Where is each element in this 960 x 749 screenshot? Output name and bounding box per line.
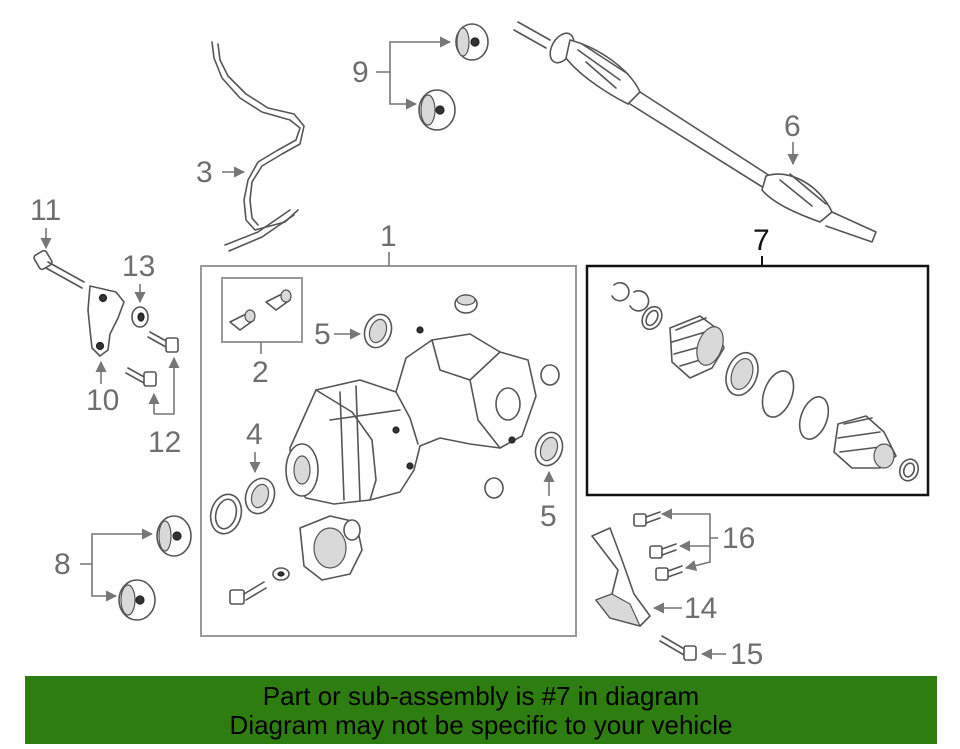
part-14-shield[interactable] xyxy=(591,527,651,627)
part-7-highlight-box xyxy=(585,264,930,497)
svg-text:10: 10 xyxy=(86,384,119,417)
part-7-clamp-mid-b[interactable] xyxy=(794,393,833,443)
washer-bottom[interactable] xyxy=(272,567,290,581)
svg-text:7: 7 xyxy=(753,224,770,257)
svg-text:12: 12 xyxy=(148,426,181,459)
svg-text:11: 11 xyxy=(30,194,61,227)
callout-2: 2 xyxy=(252,342,269,389)
part-12-bolt-b[interactable] xyxy=(125,367,157,387)
part-8-mount-upper[interactable] xyxy=(156,515,192,557)
part-7-circlip-b[interactable] xyxy=(629,290,650,312)
callout-13: 13 xyxy=(122,250,155,304)
callout-11: 11 xyxy=(30,194,61,250)
svg-text:9: 9 xyxy=(352,56,369,89)
part-7-clamp-small[interactable] xyxy=(638,303,666,333)
differential-carrier[interactable] xyxy=(299,515,363,581)
svg-text:5: 5 xyxy=(314,318,331,351)
part-16-bolt-b[interactable] xyxy=(649,543,677,559)
callout-5-upper: 5 xyxy=(314,318,362,351)
callout-5-right: 5 xyxy=(540,470,557,533)
part-16-bolt-a[interactable] xyxy=(633,511,661,527)
part-7-clamp-end[interactable] xyxy=(897,457,921,484)
part-13-washer[interactable] xyxy=(131,306,149,328)
part-10-bracket[interactable] xyxy=(87,285,125,357)
part-8-mount-lower[interactable] xyxy=(118,579,156,621)
svg-text:2: 2 xyxy=(252,356,269,389)
svg-text:13: 13 xyxy=(122,250,155,283)
seal-ring-left[interactable] xyxy=(206,491,245,537)
svg-text:4: 4 xyxy=(246,418,263,451)
svg-text:16: 16 xyxy=(722,522,755,555)
part-7-outer-boot[interactable] xyxy=(833,415,897,469)
info-banner: Part or sub-assembly is #7 in diagram Di… xyxy=(25,676,937,744)
callout-6: 6 xyxy=(784,110,801,166)
part-7-circlip-a[interactable] xyxy=(611,282,630,302)
part-3-vent-hose[interactable] xyxy=(211,41,305,252)
callout-3: 3 xyxy=(196,156,246,189)
svg-text:14: 14 xyxy=(684,592,717,625)
bushing-lower[interactable] xyxy=(484,477,504,499)
bushing-top[interactable] xyxy=(454,294,478,314)
callout-4: 4 xyxy=(246,418,263,474)
banner-line-2: Diagram may not be specific to your vehi… xyxy=(229,710,733,740)
part-15-bolt[interactable] xyxy=(659,635,697,661)
part-16-bolt-c[interactable] xyxy=(655,565,683,581)
callout-12: 12 xyxy=(148,356,181,459)
part-5-seal-right[interactable] xyxy=(531,429,567,470)
differential-housing[interactable] xyxy=(285,326,537,505)
part-4-seal[interactable] xyxy=(241,474,280,517)
callout-10: 10 xyxy=(86,360,119,417)
part-9-bushing-upper[interactable] xyxy=(455,23,489,61)
bolt-bottom[interactable] xyxy=(229,581,267,605)
part-2-group-box xyxy=(221,277,303,343)
part-6-drive-shaft[interactable] xyxy=(513,21,877,243)
part-9-bushing-lower[interactable] xyxy=(418,89,456,131)
callout-8: 8 xyxy=(54,528,154,602)
part-11-bolt[interactable] xyxy=(33,249,85,289)
bushing-right[interactable] xyxy=(540,364,560,386)
svg-text:15: 15 xyxy=(730,638,763,671)
banner-line-1: Part or sub-assembly is #7 in diagram xyxy=(262,681,700,711)
svg-text:1: 1 xyxy=(380,220,397,253)
part-5-seal-upper[interactable] xyxy=(360,311,396,352)
part-7-clamp-mid-a[interactable] xyxy=(757,367,800,422)
callout-14: 14 xyxy=(652,592,717,625)
svg-text:3: 3 xyxy=(196,156,213,189)
part-12-bolt-a[interactable] xyxy=(147,331,179,353)
callout-1: 1 xyxy=(380,220,397,266)
svg-text:8: 8 xyxy=(54,548,71,581)
svg-text:6: 6 xyxy=(784,110,801,143)
svg-text:5: 5 xyxy=(540,500,557,533)
part-2-plugs[interactable] xyxy=(229,289,292,331)
callout-16: 16 xyxy=(660,508,755,571)
part-7-inner-boot[interactable] xyxy=(669,315,728,379)
callout-7: 7 xyxy=(753,224,770,266)
callout-15: 15 xyxy=(700,638,763,671)
callout-9: 9 xyxy=(352,36,452,110)
part-7-boot-ring[interactable] xyxy=(720,348,763,400)
